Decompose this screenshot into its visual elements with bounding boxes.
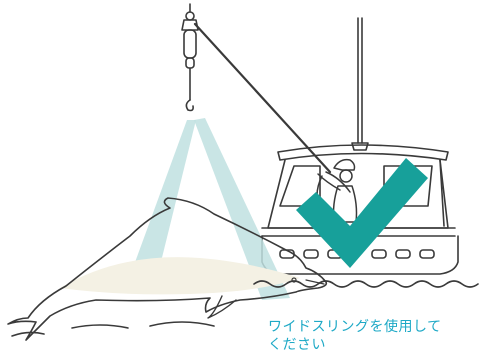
wide-sling [130,118,290,300]
check-mark-icon [296,158,428,268]
instruction-caption-line1: ワイドスリングを使用して [268,319,442,335]
hoist-rope [193,22,332,174]
instruction-caption: ワイドスリングを使用して ください [268,318,493,354]
dolphin-illustration [7,197,328,341]
water-waves [11,280,479,337]
pulley-block-icon [181,3,199,112]
instruction-caption-line2: ください [268,337,326,353]
